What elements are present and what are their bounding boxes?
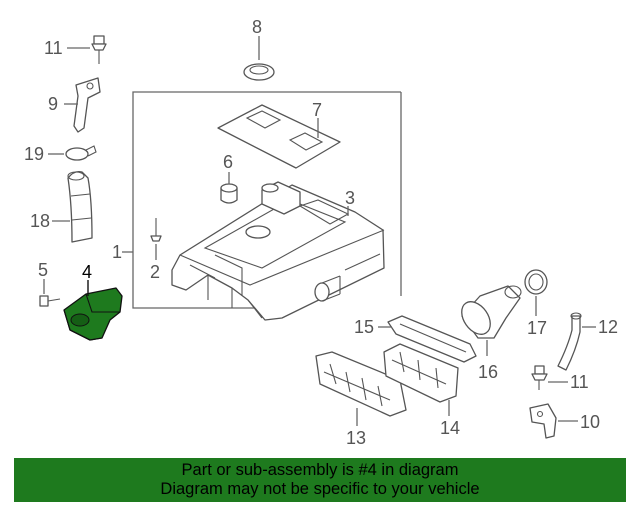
callout-14: 14 xyxy=(440,418,460,438)
assembly-bracket xyxy=(132,91,401,309)
parts-diagram: 8 7 6 3 1 2 11 9 19 18 5 4 15 16 17 12 1… xyxy=(24,17,618,448)
callout-7: 7 xyxy=(312,100,322,120)
callout-9: 9 xyxy=(48,94,58,114)
part-7-gasket[interactable] xyxy=(217,104,341,169)
callout-10: 10 xyxy=(580,412,600,432)
callout-11-lower: 11 xyxy=(570,372,589,392)
part-13-duct[interactable] xyxy=(315,351,407,417)
part-12-hose[interactable] xyxy=(557,312,582,371)
callout-3: 3 xyxy=(345,188,355,208)
callout-6: 6 xyxy=(223,152,233,172)
part-19-clamp[interactable] xyxy=(65,145,97,161)
callout-11-upper: 11 xyxy=(44,38,63,58)
part-15-seal[interactable] xyxy=(387,315,477,363)
leader-lines xyxy=(43,36,596,426)
part-6-grommet[interactable] xyxy=(220,183,238,204)
part-9-bracket[interactable] xyxy=(73,77,101,133)
part-5-bolt[interactable] xyxy=(39,295,61,307)
part-10-bracket[interactable] xyxy=(529,403,557,439)
callout-12: 12 xyxy=(598,317,618,337)
callout-19: 19 xyxy=(24,144,44,164)
callout-8: 8 xyxy=(252,17,262,37)
callout-17: 17 xyxy=(527,318,547,338)
callout-18: 18 xyxy=(30,211,50,231)
part-8-grommet[interactable] xyxy=(243,63,275,81)
part-17-clamp[interactable] xyxy=(524,269,548,295)
info-banner: Part or sub-assembly is #4 in diagram Di… xyxy=(14,458,626,502)
callout-5: 5 xyxy=(38,260,48,280)
callout-13: 13 xyxy=(346,428,366,448)
part-2-stud[interactable] xyxy=(150,218,162,242)
part-16-intake-pipe[interactable] xyxy=(456,285,522,340)
callout-2: 2 xyxy=(150,262,160,282)
callout-1: 1 xyxy=(112,242,122,262)
callout-15: 15 xyxy=(354,317,374,337)
callout-4: 4 xyxy=(82,262,92,282)
banner-line-2: Diagram may not be specific to your vehi… xyxy=(160,480,480,498)
part-18-hose[interactable] xyxy=(67,170,93,243)
part-11-upper-bolt[interactable] xyxy=(91,35,107,64)
part-11-lower-bolt[interactable] xyxy=(531,365,548,390)
callout-16: 16 xyxy=(478,362,498,382)
banner-line-1: Part or sub-assembly is #4 in diagram xyxy=(181,461,459,479)
part-14-duct[interactable] xyxy=(383,343,459,403)
part-4-highlighted[interactable] xyxy=(63,287,123,341)
part-3-cover-assembly[interactable] xyxy=(171,181,385,321)
